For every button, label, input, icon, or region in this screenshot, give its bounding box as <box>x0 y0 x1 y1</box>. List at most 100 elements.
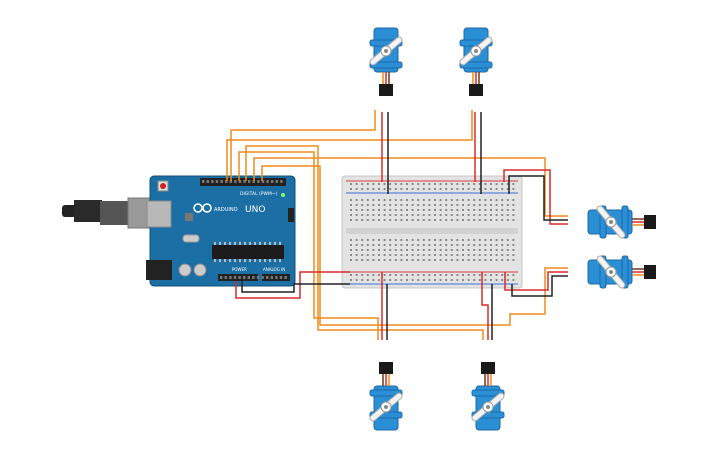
breadboard-hole <box>378 183 380 185</box>
breadboard-hole <box>383 239 386 241</box>
breadboard-hole <box>434 249 436 251</box>
breadboard-hole <box>422 254 425 256</box>
breadboard-hole <box>434 219 436 221</box>
header-pin <box>275 180 278 183</box>
breadboard-hole <box>417 274 420 276</box>
breadboard-hole <box>411 209 414 211</box>
breadboard[interactable] <box>341 175 523 289</box>
breadboard-hole <box>450 209 453 211</box>
servo-mount-tab <box>369 61 403 69</box>
breadboard-hole <box>467 204 470 206</box>
breadboard-hole <box>406 199 408 201</box>
digital-label: DIGITAL (PWM~) <box>240 191 278 197</box>
breadboard-hole <box>478 244 481 246</box>
breadboard-hole <box>467 183 470 185</box>
breadboard-hole <box>400 204 403 206</box>
breadboard-hole <box>355 244 358 246</box>
breadboard-hole <box>394 219 397 221</box>
breadboard-hole <box>462 279 464 281</box>
breadboard-hole <box>355 219 358 221</box>
servo-bottom-right[interactable] <box>471 362 505 431</box>
breadboard-hole <box>383 219 386 221</box>
chip-pin <box>249 242 251 245</box>
breadboard-hole <box>501 219 504 221</box>
breadboard-hole <box>372 279 375 281</box>
breadboard-hole <box>366 244 369 246</box>
breadboard-hole <box>490 274 492 276</box>
breadboard-hole <box>512 188 515 190</box>
breadboard-hole <box>490 279 492 281</box>
reset-button-cap <box>160 183 166 189</box>
breadboard-hole <box>366 254 369 256</box>
chip-pin <box>259 259 261 262</box>
breadboard-hole <box>389 214 392 216</box>
breadboard-hole <box>383 214 386 216</box>
breadboard-hole <box>484 199 487 201</box>
chip-pin <box>269 242 271 245</box>
breadboard-hole <box>350 274 352 276</box>
breadboard-hole <box>462 204 464 206</box>
breadboard-hole <box>417 204 420 206</box>
breadboard-hole <box>406 259 408 261</box>
breadboard-hole <box>361 254 364 256</box>
arduino-uno-board[interactable]: DIGITAL (PWM~) ARDUINO UNO POWER ANALOG … <box>146 175 296 287</box>
chip-pin <box>214 242 216 245</box>
breadboard-hole <box>361 274 364 276</box>
bottom-pins <box>220 276 287 279</box>
breadboard-hole <box>417 199 420 201</box>
breadboard-hole <box>394 254 397 256</box>
breadboard-hole <box>400 259 403 261</box>
servo-top-right[interactable] <box>459 27 493 96</box>
breadboard-hole <box>394 214 397 216</box>
breadboard-hole <box>383 204 386 206</box>
breadboard-hole <box>512 239 515 241</box>
breadboard-hole <box>428 239 431 241</box>
breadboard-hole <box>400 244 403 246</box>
breadboard-hole <box>406 274 408 276</box>
breadboard-hole <box>456 209 459 211</box>
servo-right-top[interactable] <box>587 205 656 239</box>
breadboard-hole <box>456 183 459 185</box>
breadboard-hole <box>417 239 420 241</box>
breadboard-hole <box>411 244 414 246</box>
signal-wire <box>238 151 379 340</box>
breadboard-hole <box>501 244 504 246</box>
servo-bottom-left[interactable] <box>369 362 403 431</box>
usb-plug-shell <box>100 201 130 225</box>
breadboard-hole <box>422 214 425 216</box>
breadboard-hole <box>456 249 459 251</box>
breadboard-hole <box>350 249 352 251</box>
breadboard-hole <box>434 279 436 281</box>
breadboard-hole <box>400 239 403 241</box>
breadboard-hole <box>450 259 453 261</box>
header-pin <box>248 180 251 183</box>
header-pin <box>284 276 287 279</box>
servo-connector <box>379 362 393 374</box>
breadboard-hole <box>506 239 509 241</box>
breadboard-hole <box>473 259 476 261</box>
signal-wire <box>253 157 568 217</box>
breadboard-hole <box>366 279 369 281</box>
breadboard-hole <box>467 199 470 201</box>
breadboard-hole <box>378 249 380 251</box>
chip-pin <box>219 259 221 262</box>
breadboard-hole <box>389 239 392 241</box>
breadboard-hole <box>490 188 492 190</box>
breadboard-hole <box>495 274 498 276</box>
breadboard-hole <box>439 254 442 256</box>
breadboard-hole <box>506 199 509 201</box>
chip-pin <box>279 242 281 245</box>
header-pin <box>275 276 278 279</box>
servo-mount-tab <box>471 389 505 397</box>
breadboard-hole <box>439 239 442 241</box>
servo-screw <box>474 49 478 53</box>
servo-top-left[interactable] <box>369 27 403 96</box>
breadboard-hole <box>473 209 476 211</box>
servo-right-bottom[interactable] <box>587 255 656 289</box>
breadboard-hole <box>428 279 431 281</box>
breadboard-hole <box>428 183 431 185</box>
breadboard-hole <box>478 259 481 261</box>
chip-pin <box>234 259 236 262</box>
breadboard-hole <box>394 249 397 251</box>
breadboard-hole <box>411 199 414 201</box>
